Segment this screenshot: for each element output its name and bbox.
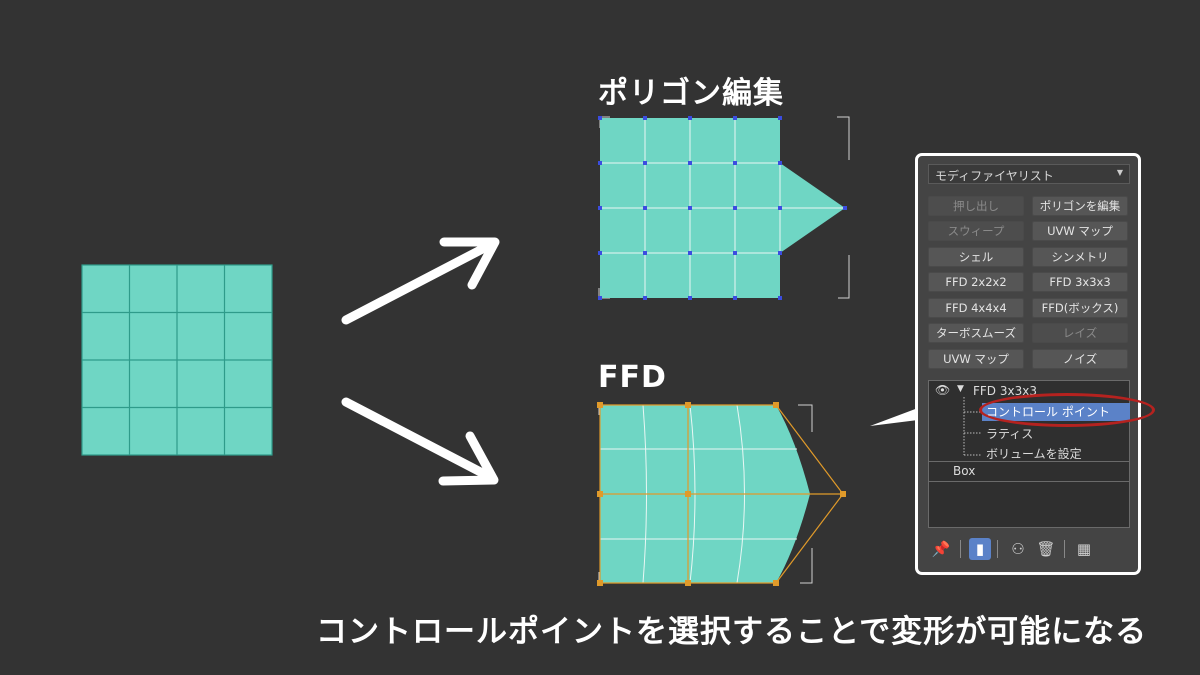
highlight-ring	[979, 393, 1155, 427]
caption: コントロールポイントを選択することで変形が可能になる	[316, 614, 1148, 650]
source-plane-mesh	[81, 264, 273, 456]
show-end-result-icon[interactable]: ▮	[969, 538, 991, 560]
stack-divider	[929, 461, 1129, 462]
stack-item-box[interactable]: Box	[953, 464, 976, 478]
remove-modifier-icon[interactable]: 🗑	[1036, 540, 1056, 558]
lathe-button[interactable]: レイズ	[1032, 323, 1128, 343]
stack-toolbar: 📌 ▮ ⚇ 🗑 ▦	[928, 536, 1130, 562]
stack-item-lattice[interactable]: ラティス	[986, 427, 1034, 441]
ffd-box-button[interactable]: FFD(ボックス)	[1032, 298, 1128, 318]
arrow-up-icon	[341, 237, 500, 325]
expand-triangle-icon[interactable]: ▼	[957, 384, 964, 394]
shell-button[interactable]: シェル	[928, 247, 1024, 267]
modifier-stack: 👁 ▼ FFD 3x3x3 コントロール ポイント ラティス ボリュームを設定 …	[928, 380, 1155, 528]
extrude-button[interactable]: 押し出し	[928, 196, 1024, 216]
ffd-3x3x3-button[interactable]: FFD 3x3x3	[1032, 272, 1128, 292]
eye-icon[interactable]: 👁	[935, 383, 951, 397]
stack-item-set-volume[interactable]: ボリュームを設定	[986, 447, 1082, 461]
modifier-list-dropdown[interactable]: モディファイヤリスト ▼	[928, 164, 1130, 184]
turbosmooth-button[interactable]: ターボスムーズ	[928, 323, 1024, 343]
polygon-edit-mesh	[598, 116, 850, 300]
toolbar-separator	[997, 540, 998, 558]
ffd-deformed-mesh	[597, 402, 846, 586]
callout-pointer	[870, 408, 918, 426]
chevron-down-icon: ▼	[1116, 168, 1123, 177]
ffd-2x2x2-button[interactable]: FFD 2x2x2	[928, 272, 1024, 292]
stack-divider	[929, 481, 1129, 482]
modifier-panel: モディファイヤリスト ▼ 押し出し ポリゴンを編集 スウィープ UVW マップ …	[915, 153, 1155, 575]
ffd-control-points	[597, 402, 846, 586]
modifier-list-label: モディファイヤリスト	[935, 169, 1054, 183]
sweep-button[interactable]: スウィープ	[928, 221, 1024, 241]
noise-button[interactable]: ノイズ	[1032, 349, 1128, 369]
make-unique-icon[interactable]: ⚇	[1011, 540, 1025, 558]
uvw-map-button-2[interactable]: UVW マップ	[928, 349, 1024, 369]
symmetry-button[interactable]: シンメトリ	[1032, 247, 1128, 267]
polygon-edit-title: ポリゴン編集	[598, 76, 784, 111]
uvw-map-button[interactable]: UVW マップ	[1032, 221, 1128, 241]
toolbar-separator	[1064, 540, 1065, 558]
ffd-title: FFD	[598, 360, 667, 395]
edit-poly-button[interactable]: ポリゴンを編集	[1032, 196, 1128, 216]
pin-stack-icon[interactable]: 📌	[931, 540, 951, 558]
arrow-down-icon	[341, 397, 499, 486]
configure-sets-icon[interactable]: ▦	[1076, 540, 1092, 558]
vertex-points	[598, 116, 847, 300]
ffd-4x4x4-button[interactable]: FFD 4x4x4	[928, 298, 1024, 318]
toolbar-separator	[960, 540, 961, 558]
